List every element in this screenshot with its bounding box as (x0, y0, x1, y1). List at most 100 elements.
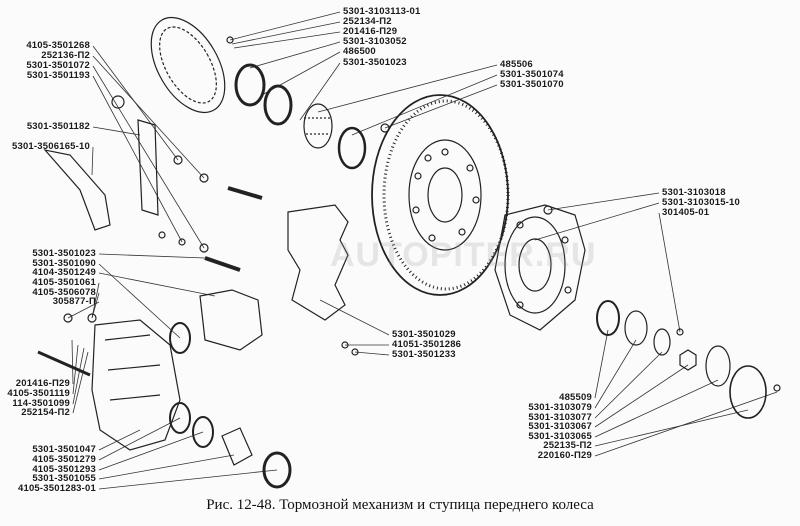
part-number-label: 5301-3501047 (32, 444, 96, 455)
bolt (178, 238, 186, 246)
part-number-label: 5301-3501233 (392, 349, 456, 360)
seal-ring (263, 84, 293, 126)
part-number-label: 252134-П2 (343, 16, 392, 27)
hub-cap-gasket (705, 345, 731, 387)
leader-line (92, 126, 141, 136)
leader-line (72, 351, 89, 414)
leader-line (98, 272, 216, 297)
leader-line (91, 146, 94, 176)
part-number-label: 4105-3501283-01 (17, 483, 96, 494)
brake-caliper (91, 319, 181, 451)
part-number-label: 5301-3103052 (343, 36, 407, 47)
part-number-label: 4105-3501268 (26, 40, 90, 51)
hub-seal (596, 300, 620, 336)
guide-pin (227, 186, 263, 200)
part-number-label: 5301-3103113-01 (343, 6, 421, 17)
piston (221, 427, 253, 466)
washer (653, 328, 671, 356)
watermark-text: AUTOPITER.RU (330, 236, 597, 274)
bushing (199, 243, 209, 253)
hub-cap (729, 365, 767, 419)
part-number-label: 5301-3501074 (500, 69, 564, 80)
seal-ring (234, 63, 266, 107)
part-number-label: 252136-П2 (41, 50, 90, 61)
part-number-label: 5301-3103015-10 (662, 197, 741, 208)
leader-line (249, 41, 341, 69)
part-number-label: 485506 (500, 59, 533, 70)
leader-line (594, 329, 609, 399)
bearing-race (337, 126, 367, 170)
nut (341, 341, 349, 349)
bolt (111, 95, 125, 109)
part-number-label: 252154-П2 (21, 407, 70, 418)
figure-caption: Рис. 12-48. Тормозной механизм и ступица… (206, 497, 594, 513)
part-number-label: 114-3501099 (12, 398, 70, 409)
part-number-label: 5301-3103079 (528, 402, 592, 413)
part-number-label: 4105-3506078 (32, 287, 96, 298)
dust-boot (262, 451, 292, 489)
wheel-hub (494, 204, 586, 331)
part-number-label: 5301-3501070 (500, 79, 564, 90)
piston-ring (192, 416, 214, 448)
outer-bearing (624, 310, 648, 346)
leader-line (231, 21, 341, 45)
part-number-label: 5301-3103065 (528, 431, 592, 442)
part-number-label: 220160-П29 (537, 450, 592, 461)
leader-line (594, 379, 719, 438)
leader-line (71, 339, 74, 385)
bolt (380, 123, 390, 133)
part-number-label: 4105-3501279 (32, 454, 96, 465)
leader-line (92, 65, 205, 249)
leader-line (354, 351, 390, 356)
part-number-label: 5301-3103077 (528, 412, 592, 423)
leader-line (98, 253, 206, 259)
bolt (158, 231, 166, 239)
leader-line (594, 351, 663, 419)
part-number-label: 4105-3501293 (32, 464, 96, 475)
leader-line (233, 31, 341, 49)
part-number-label: 5301-3501029 (392, 329, 456, 340)
screw (773, 384, 781, 392)
piston-seal (169, 322, 191, 354)
stud (543, 205, 553, 215)
leader-line (317, 64, 498, 113)
part-number-label: 5301-3501182 (26, 121, 90, 132)
part-number-label: 486500 (343, 46, 376, 57)
leader-line (594, 409, 749, 447)
dust-shield (150, 16, 226, 114)
part-number-label: 4105-3501119 (7, 388, 70, 399)
bolt (173, 155, 183, 165)
leader-line (98, 417, 181, 461)
leader-line (229, 11, 341, 41)
spring (199, 173, 209, 183)
guide-pin (204, 256, 241, 272)
leader-line (98, 469, 278, 490)
leader-line (98, 454, 235, 480)
leader-line (92, 75, 183, 243)
bleeder-cap (87, 313, 97, 323)
part-number-label: 201416-П29 (343, 26, 398, 37)
screw (676, 328, 684, 336)
leader-lines (67, 11, 778, 490)
leader-line (658, 212, 681, 333)
piston-seal (169, 402, 191, 434)
part-number-label: 485509 (559, 392, 592, 403)
part-number-label: 252135-П2 (543, 440, 592, 451)
brake-pad (199, 289, 263, 351)
caliper-pin (37, 350, 91, 377)
part-number-label: 5301-3501193 (26, 70, 90, 81)
part-number-label: 5301-3103067 (528, 421, 592, 432)
part-number-label: 201416-П29 (15, 378, 70, 389)
leader-line (594, 364, 689, 428)
part-number-label: 305877-П (52, 296, 96, 307)
part-number-label: 5301-3501072 (26, 60, 90, 71)
leader-line (92, 55, 205, 179)
leader-line (534, 202, 660, 241)
part-number-label: 5301-3103018 (662, 187, 726, 198)
leader-line (91, 282, 100, 319)
hub-nut (679, 349, 697, 371)
brake-disc (371, 94, 510, 296)
part-number-label: 5301-3501055 (32, 473, 96, 484)
